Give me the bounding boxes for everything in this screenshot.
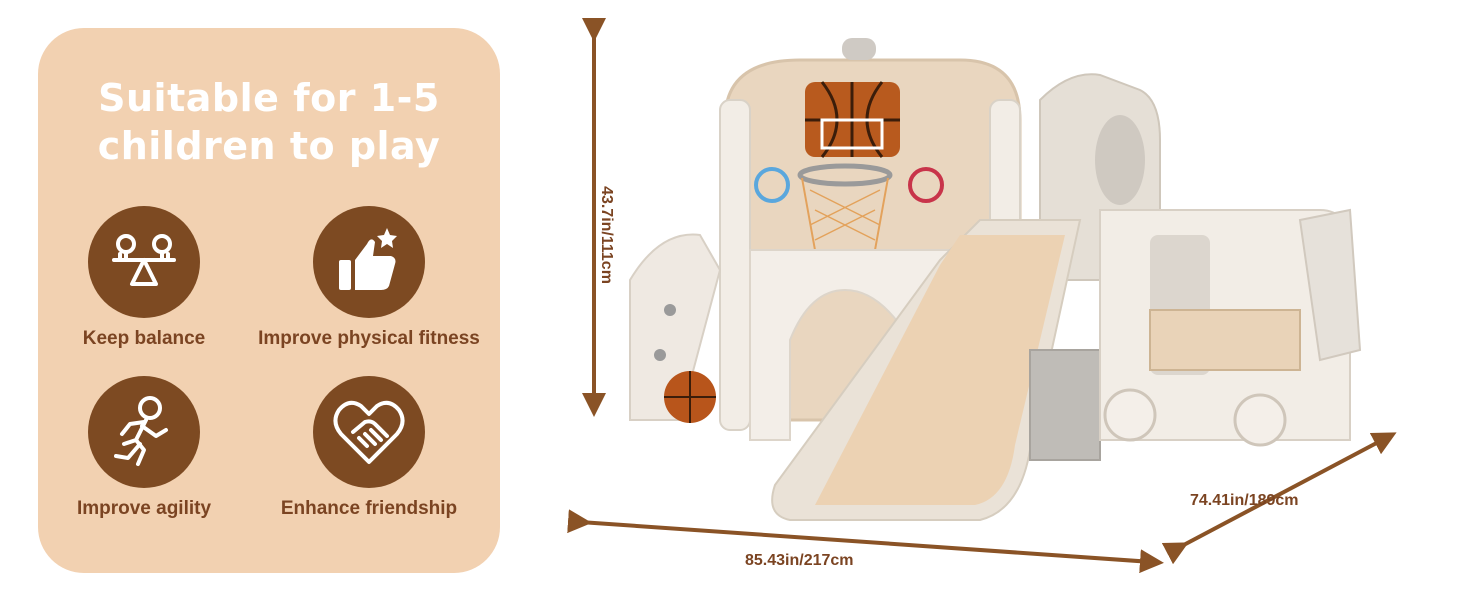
feature-label: Keep balance <box>82 328 206 349</box>
features-panel: Suitable for 1-5 children to play Keep b… <box>38 28 500 573</box>
seesaw-icon <box>88 206 200 318</box>
headline-line-1: Suitable for 1-5 <box>98 76 440 120</box>
running-child-icon <box>88 376 200 488</box>
headline-line-2: children to play <box>97 124 441 168</box>
feature-improve-fitness: Improve physical fitness <box>249 206 489 350</box>
playset-image <box>629 38 1362 521</box>
width-dimension-label: 85.43in/217cm <box>745 552 854 569</box>
heart-handshake-icon <box>313 376 425 488</box>
feature-enhance-friendship: Enhance friendship <box>249 376 489 520</box>
thumbs-up-star-icon <box>313 206 425 318</box>
feature-improve-agility: Improve agility <box>24 376 264 520</box>
feature-label: Improve physical fitness <box>258 328 480 349</box>
width-arrow <box>567 509 1164 574</box>
depth-arrow <box>1161 432 1397 565</box>
feature-label: Enhance friendship <box>280 498 458 519</box>
feature-label: Improve agility <box>76 498 212 519</box>
depth-dimension-label: 74.41in/189cm <box>1190 492 1299 509</box>
headline: Suitable for 1-5 children to play <box>38 74 500 170</box>
feature-keep-balance: Keep balance <box>24 206 264 350</box>
